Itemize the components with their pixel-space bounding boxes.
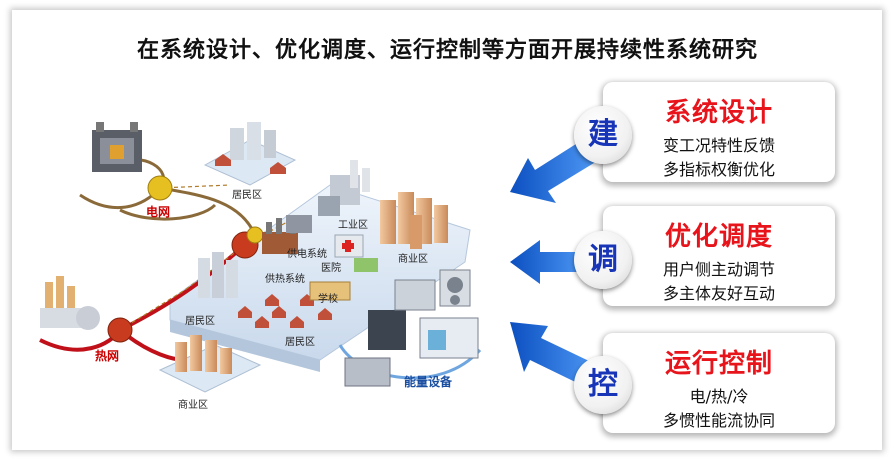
arrow-dispatch	[510, 240, 600, 284]
power-plant-icon	[262, 215, 312, 254]
grid-node-2	[246, 226, 264, 244]
badge-build: 建	[574, 106, 632, 164]
commercial-label-1: 商业区	[398, 254, 428, 265]
badge-dispatch: 调	[574, 231, 632, 289]
card-title: 优化调度	[664, 222, 773, 252]
card-line-1: 用户侧主动调节	[662, 260, 775, 279]
hospital-label: 医院	[321, 263, 341, 274]
residential-label-1: 居民区	[232, 190, 262, 201]
card-operation-control: 运行控制 电/热/冷 多惯性能流协同	[603, 333, 835, 433]
card-line-2: 多惯性能流协同	[662, 411, 775, 430]
transformer-icon	[92, 122, 142, 172]
residential-label-2: 居民区	[185, 316, 215, 327]
heat-plant-icon	[40, 276, 100, 330]
heat-node	[107, 317, 133, 343]
school-building	[309, 281, 351, 301]
heat-supply-label: 供热系统	[265, 274, 305, 285]
card-optimal-dispatch: 优化调度 用户侧主动调节 多主体友好互动	[603, 206, 835, 306]
badge-control: 控	[574, 356, 632, 414]
residential-label-3: 居民区	[285, 337, 315, 348]
residential-cluster-1	[203, 122, 297, 186]
card-line-1: 电/热/冷	[689, 387, 749, 406]
commercial-label-2: 商业区	[178, 400, 208, 411]
grid-label: 电网	[146, 205, 171, 219]
power-supply-label: 供电系统	[287, 249, 327, 260]
green-block	[354, 258, 378, 272]
card-line-1: 变工况特性反馈	[662, 136, 775, 155]
industrial-label: 工业区	[338, 220, 368, 231]
card-line-2: 多主体友好互动	[662, 284, 775, 303]
heat-grid-label: 热网	[95, 349, 120, 363]
grid-node	[147, 175, 173, 201]
industrial-buildings	[318, 160, 370, 216]
diagram-title: 在系统设计、优化调度、运行控制等方面开展持续性系统研究	[136, 38, 758, 63]
hospital-building	[334, 234, 364, 258]
energy-equipment-group	[338, 269, 482, 387]
card-system-design: 系统设计 变工况特性反馈 多指标权衡优化	[603, 82, 835, 182]
residential-cluster-3	[158, 335, 262, 393]
card-line-2: 多指标权衡优化	[662, 160, 775, 179]
card-title: 系统设计	[664, 98, 773, 128]
card-title: 运行控制	[664, 349, 773, 379]
small-houses	[238, 294, 332, 328]
school-label: 学校	[318, 294, 338, 305]
energy-equipment-label: 能量设备	[404, 375, 453, 389]
commercial-towers	[380, 192, 448, 249]
residential-towers	[198, 252, 238, 298]
